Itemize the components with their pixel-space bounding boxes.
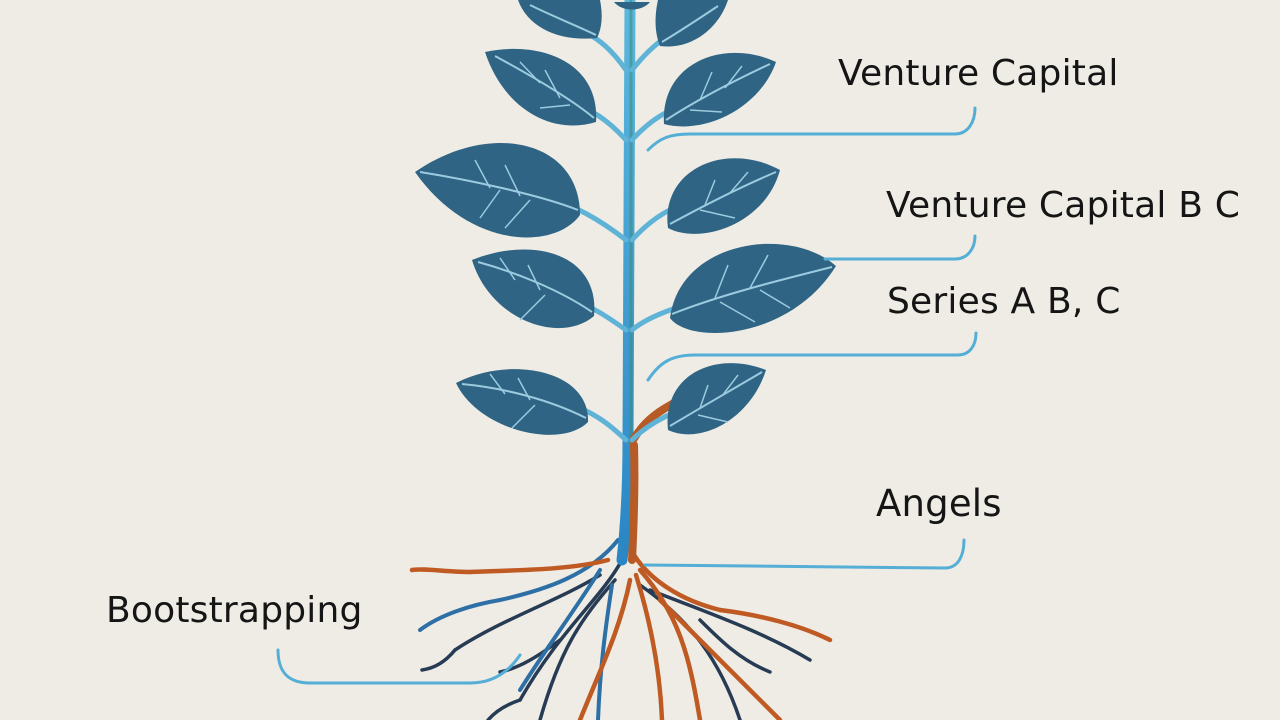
- leaf: [663, 52, 776, 127]
- leaf: [667, 158, 780, 234]
- label-venture-capital-bc: Venture Capital B C: [886, 185, 1241, 226]
- connector-series: [646, 331, 978, 382]
- leaf: [472, 249, 595, 329]
- leaf: [670, 243, 836, 334]
- leaf: [518, 0, 602, 39]
- leaf: [485, 48, 597, 126]
- connector-bootstrapping: [276, 648, 522, 685]
- connector-angels: [643, 538, 966, 570]
- leaf: [456, 369, 589, 435]
- roots: [409, 538, 833, 720]
- connector-venture-capital-bc: [823, 234, 977, 261]
- leaf: [667, 363, 766, 435]
- connector-venture-capital: [646, 106, 977, 152]
- connector-lines: [276, 106, 978, 685]
- label-angels: Angels: [876, 482, 1002, 525]
- leaf: [614, 2, 650, 10]
- leaves: [415, 0, 836, 435]
- leaf: [655, 0, 728, 47]
- label-bootstrapping: Bootstrapping: [106, 590, 363, 631]
- label-venture-capital: Venture Capital: [838, 53, 1119, 94]
- label-series: Series A B, C: [887, 281, 1121, 322]
- leaf: [415, 142, 580, 238]
